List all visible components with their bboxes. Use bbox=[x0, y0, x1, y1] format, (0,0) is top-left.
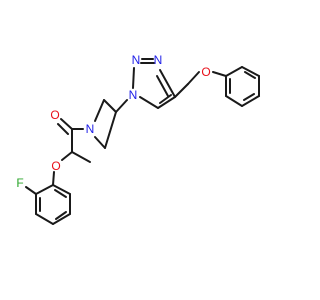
fluorine-label: F bbox=[16, 176, 23, 190]
carbonyl-double-bond bbox=[57, 123, 69, 135]
triazole-bond bbox=[159, 69, 176, 98]
triazole-azetidine-bond bbox=[115, 99, 128, 113]
methylene-bond bbox=[174, 83, 189, 98]
molecule-diagram: O N N N N O O F bbox=[16, 53, 260, 225]
triazole-bond bbox=[139, 96, 159, 109]
azetidine-nitrogen-label: N bbox=[86, 122, 95, 136]
phenyl-bond bbox=[225, 66, 243, 77]
azetidine-bond bbox=[103, 99, 117, 113]
ether-bond bbox=[52, 171, 55, 186]
ether-oxygen-aryl-label: O bbox=[51, 159, 60, 173]
phenyl-bond bbox=[241, 66, 260, 77]
methyl-bond bbox=[71, 151, 91, 163]
fluorophenyl-bond bbox=[35, 213, 54, 225]
triazole-n2-label: N bbox=[132, 53, 141, 67]
bonds bbox=[25, 58, 260, 225]
fluorophenyl-double-bond bbox=[55, 211, 67, 220]
phenyl-double-bond bbox=[244, 71, 256, 79]
ether-bond bbox=[61, 151, 73, 161]
triazole-bond bbox=[132, 67, 135, 89]
fluorophenyl-bond bbox=[52, 213, 71, 225]
triazole-double-bond bbox=[159, 94, 172, 104]
azetidine-bond bbox=[104, 111, 117, 149]
triazole-bond bbox=[157, 96, 176, 109]
fluorophenyl-bond bbox=[52, 184, 71, 195]
triazole-double-bond bbox=[156, 75, 169, 97]
carbon-fluorine-bond bbox=[25, 186, 37, 195]
azetidine-bond bbox=[94, 99, 105, 122]
ether-bond bbox=[212, 71, 227, 77]
azetidine-bond bbox=[94, 136, 106, 149]
ketone-oxygen-label: O bbox=[50, 108, 59, 122]
phenyl-double-bond bbox=[243, 93, 255, 101]
triazole-n3-label: N bbox=[154, 53, 163, 67]
carbonyl-double-bond bbox=[60, 118, 73, 130]
fluorophenyl-bond bbox=[35, 184, 54, 195]
phenyl-bond bbox=[225, 95, 243, 107]
triazole-n1-label: N bbox=[129, 88, 138, 102]
ether-bond bbox=[187, 71, 200, 85]
atom-labels: O N N N N O O F bbox=[16, 53, 210, 190]
ether-oxygen-methylene-label: O bbox=[201, 65, 210, 79]
fluorophenyl-double-bond bbox=[54, 189, 67, 198]
phenyl-bond bbox=[241, 95, 260, 107]
